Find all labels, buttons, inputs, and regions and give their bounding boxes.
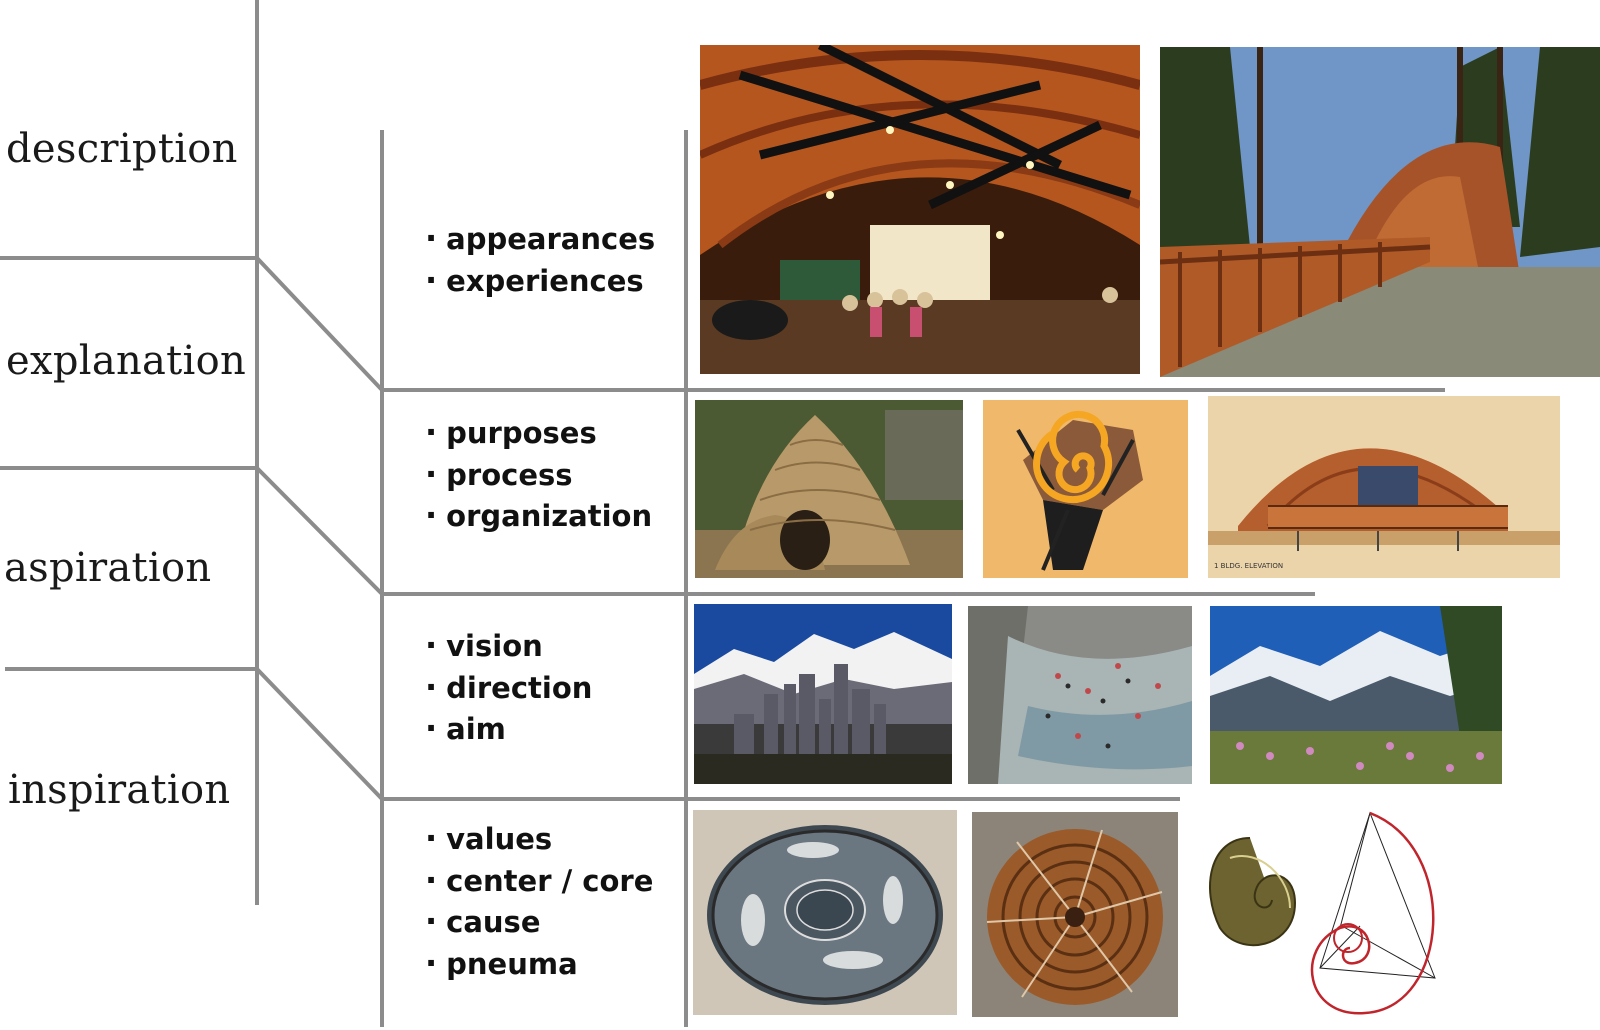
- list-item: vision: [425, 625, 592, 667]
- bullet-list-row1: appearances experiences: [425, 218, 655, 301]
- city-skyline-mountains-photo: [694, 604, 952, 784]
- list-item: process: [425, 454, 652, 496]
- spiral-plan-drawing: [983, 400, 1188, 578]
- dome-elevation-drawing: 1 BLDG. ELEVATION: [1208, 396, 1560, 578]
- thatched-hut-photo: [695, 400, 963, 578]
- list-item: pneuma: [425, 943, 653, 985]
- level-label-aspiration: aspiration: [4, 545, 212, 591]
- list-item: appearances: [425, 218, 655, 260]
- mountain-wildflowers-photo: [1210, 606, 1502, 784]
- list-item: purposes: [425, 412, 652, 454]
- list-item: center / core: [425, 860, 653, 902]
- level-label-inspiration: inspiration: [8, 767, 231, 813]
- bullet-list-row3: vision direction aim: [425, 625, 592, 750]
- dome-interior-exhibit-hall-photo: [700, 45, 1140, 374]
- level-label-explanation: explanation: [6, 338, 247, 384]
- connector-1: [255, 256, 384, 392]
- connector-2: [255, 466, 384, 596]
- level-label-description: description: [6, 126, 238, 172]
- pinecone-spiral-photo: [972, 812, 1178, 1017]
- river-swimmers-photo: [968, 606, 1192, 784]
- list-item: values: [425, 818, 653, 860]
- elevation-caption: 1 BLDG. ELEVATION: [1214, 562, 1283, 570]
- list-item: aim: [425, 708, 592, 750]
- nautilus-golden-spiral-diagram: [1200, 808, 1450, 1020]
- list-item: cause: [425, 901, 653, 943]
- dome-exterior-boardwalk-photo: [1160, 47, 1600, 377]
- dolphin-mosaic-medallion-photo: [693, 810, 957, 1015]
- bullet-list-row4: values center / core cause pneuma: [425, 818, 653, 984]
- list-item: direction: [425, 667, 592, 709]
- list-item: organization: [425, 495, 652, 537]
- list-item: experiences: [425, 260, 655, 302]
- connector-3: [255, 667, 384, 801]
- bullet-list-row2: purposes process organization: [425, 412, 652, 537]
